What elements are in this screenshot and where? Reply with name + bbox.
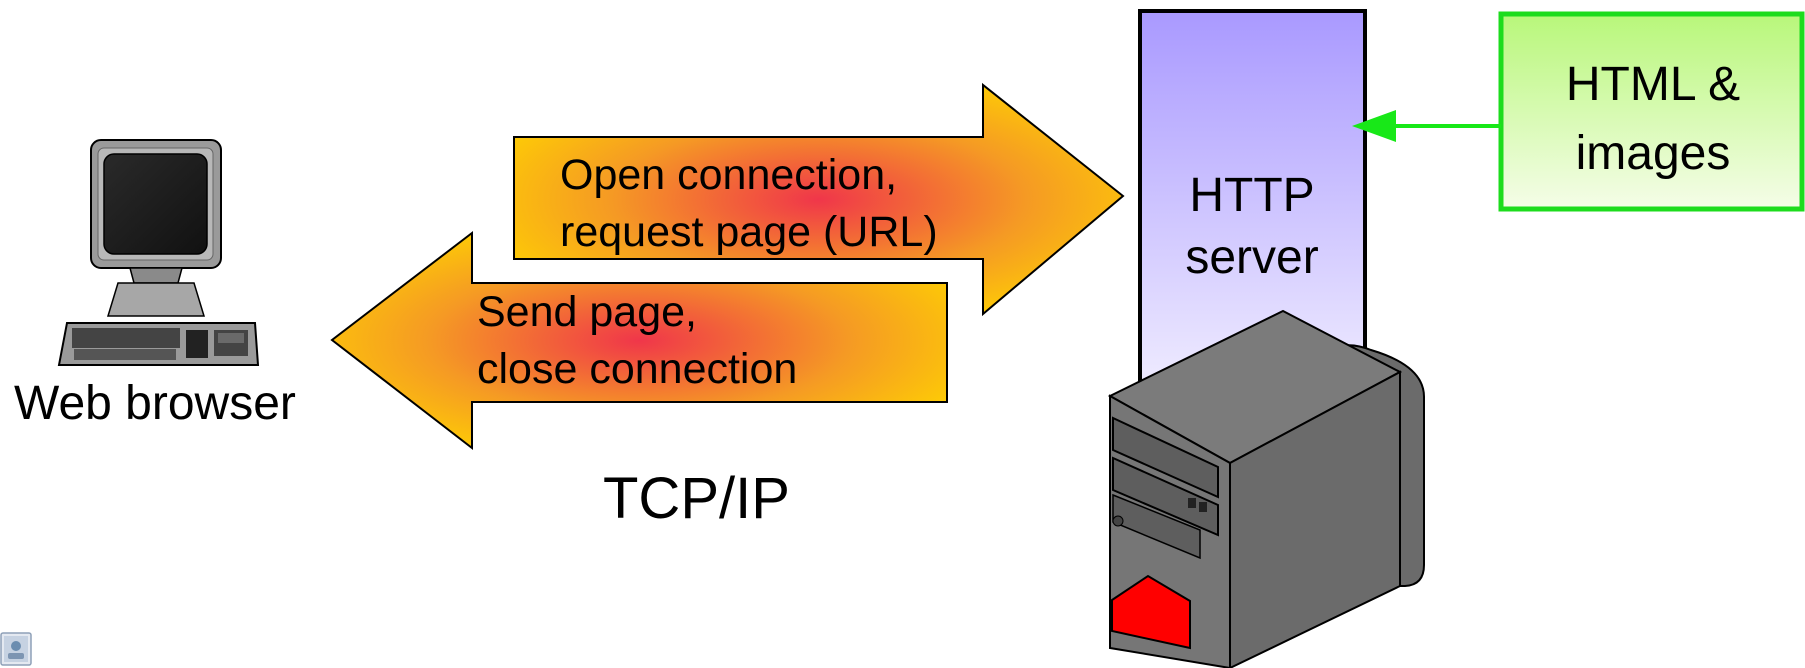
content-pointer-arrow — [1352, 110, 1501, 142]
http-server-label: HTTP server — [1141, 165, 1363, 289]
request-arrow — [513, 82, 1125, 317]
response-arrow — [330, 230, 948, 451]
server-tower-icon — [1107, 309, 1426, 668]
small-app-icon[interactable] — [0, 632, 32, 666]
web-browser-label: Web browser — [14, 377, 296, 430]
content-label-line2: images — [1575, 127, 1731, 180]
response-arrow-label: Send page, close connection — [477, 284, 797, 398]
response-label-line1: Send page, — [477, 288, 697, 336]
response-label-line2: close connection — [477, 345, 798, 393]
content-box-label: HTML & images — [1503, 50, 1803, 188]
request-arrow-label: Open connection, request page (URL) — [560, 147, 938, 261]
desktop-computer-icon — [57, 139, 260, 366]
content-label-line1: HTML & — [1565, 58, 1741, 111]
content-box — [1498, 11, 1805, 212]
protocol-label: TCP/IP — [603, 466, 790, 531]
request-label-line1: Open connection, — [560, 151, 898, 199]
server-label-line2: server — [1185, 231, 1319, 284]
request-label-line2: request page (URL) — [560, 208, 938, 256]
server-label-line1: HTTP — [1189, 169, 1315, 222]
